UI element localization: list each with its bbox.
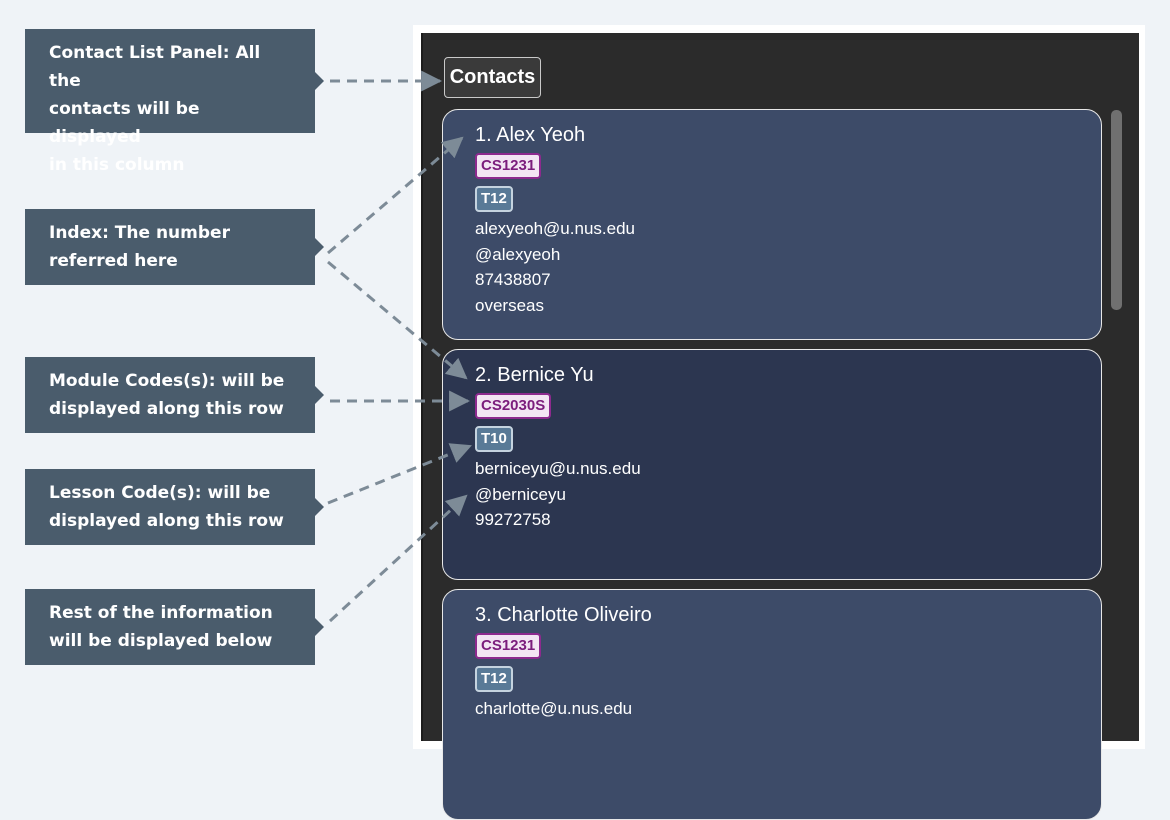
scrollbar-thumb[interactable] (1111, 110, 1122, 310)
callout-line: in this column (49, 155, 185, 175)
contact-card-selected[interactable]: 2. Bernice Yu CS2030S T10 berniceyu@u.nu… (442, 349, 1102, 580)
callout-line: will be displayed below (49, 631, 273, 651)
callout-line: Lesson Code(s): will be (49, 483, 271, 503)
contact-phone: 99272758 (475, 510, 551, 529)
module-code-tag: CS1231 (475, 633, 542, 659)
lesson-code-tag: T12 (475, 666, 513, 692)
contact-name: 2. Bernice Yu (475, 364, 594, 386)
callout-line: contacts will be displayed (49, 99, 200, 147)
annotation-arrows (327, 70, 472, 623)
contact-email: alexyeoh@u.nus.edu (475, 219, 635, 238)
callout-lesson-codes: Lesson Code(s): will be displayed along … (25, 469, 324, 545)
contact-name: 1. Alex Yeoh (475, 124, 586, 146)
callout-line: displayed along this row (49, 399, 284, 419)
module-code-tag: CS2030S (475, 393, 552, 419)
contact-telegram: @berniceyu (475, 485, 566, 504)
callout-line: referred here (49, 251, 178, 271)
arrow-to-rest-info (328, 494, 468, 623)
callout-line: Contact List Panel: All the (49, 43, 261, 91)
callout-rest-of-information: Rest of the information will be displaye… (25, 589, 324, 665)
contact-name: 3. Charlotte Oliveiro (475, 604, 652, 626)
contact-card[interactable]: 1. Alex Yeoh CS1231 T12 alexyeoh@u.nus.e… (442, 109, 1102, 340)
callout-line: Rest of the information (49, 603, 273, 623)
module-code-tag: CS1231 (475, 153, 542, 179)
callout-pointer (315, 618, 324, 636)
contact-telegram: @alexyeoh (475, 245, 561, 264)
arrow-to-lesson-row (327, 443, 472, 505)
callout-index: Index: The number referred here (25, 209, 324, 285)
lesson-code-tag: T12 (475, 186, 513, 212)
callout-pointer (315, 72, 324, 90)
arrow-to-index-2 (327, 260, 468, 380)
callout-pointer (315, 386, 324, 404)
callout-pointer (315, 498, 324, 516)
callout-contact-list-panel: Contact List Panel: All the contacts wil… (25, 29, 324, 175)
callout-line: Index: The number (49, 223, 230, 243)
contact-email: charlotte@u.nus.edu (475, 699, 633, 718)
arrow-to-index-1 (327, 136, 464, 255)
callout-pointer (315, 238, 324, 256)
contact-email: berniceyu@u.nus.edu (475, 459, 641, 478)
callout-module-codes: Module Codes(s): will be displayed along… (25, 357, 324, 433)
callout-line: Module Codes(s): will be (49, 371, 285, 391)
callout-line: displayed along this row (49, 511, 284, 531)
lesson-code-tag: T10 (475, 426, 513, 452)
contact-phone: 87438807 (475, 270, 551, 289)
panel-title: Contacts (444, 57, 541, 98)
contact-remark: overseas (475, 296, 544, 315)
